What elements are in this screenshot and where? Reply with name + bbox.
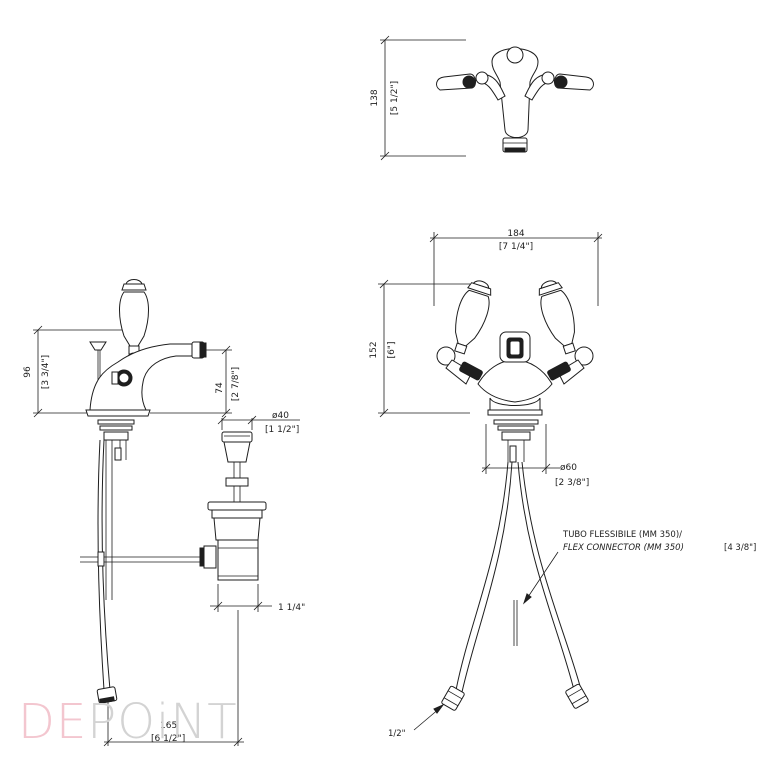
- front-shank: [493, 419, 539, 463]
- front-height-in-label: [6"]: [387, 342, 397, 359]
- watermark-part1: DE: [18, 694, 88, 750]
- front-width-in-label: [7 1/4"]: [499, 242, 533, 252]
- side-popup-waste: [199, 431, 267, 581]
- base-diameter-mm-label: ø60: [560, 463, 577, 473]
- hose-note-italian: TUBO FLESSIBILE (MM 350)/: [562, 530, 682, 540]
- base-diameter-in-label: [2 3/8"]: [555, 478, 589, 488]
- top-view: 138 [5 1/2"]: [370, 35, 594, 161]
- side-mixer-body: [85, 279, 207, 417]
- hose-note-inch: [4 3/8"]: [724, 543, 756, 553]
- flex-hoses: [441, 461, 589, 711]
- front-width-mm-label: 184: [507, 229, 524, 239]
- waste-thread-label: 1 1/4": [278, 603, 305, 613]
- top-height-mm-label: 138: [370, 89, 380, 106]
- waste-diameter-mm-label: ø40: [272, 411, 289, 421]
- front-view: 184 [7 1/4"] 152 [6"]: [369, 229, 756, 739]
- side-view: 96 [3 3/4"] 74 [2 7/8"]: [23, 279, 305, 747]
- hose-note-english: FLEX CONNECTOR (MM 350): [563, 543, 684, 553]
- side-spout-height-in-label: [2 7/8"]: [231, 367, 241, 401]
- reach-in-label: [6 1/2"]: [151, 734, 185, 744]
- brand-watermark: DEPOiNT: [18, 694, 238, 750]
- reach-mm-label: 165: [160, 721, 177, 731]
- front-height-mm-label: 152: [369, 341, 379, 358]
- side-spout-height-mm-label: 74: [215, 382, 225, 394]
- side-overall-height-mm-label: 96: [23, 366, 33, 378]
- top-height-in-label: [5 1/2"]: [390, 81, 400, 115]
- top-mixer-body: [436, 46, 594, 153]
- waste-diameter-in-label: [1 1/2"]: [265, 425, 299, 435]
- side-shank: [80, 419, 206, 704]
- side-overall-height-in-label: [3 3/4"]: [41, 355, 51, 389]
- hose-thread-label: 1/2": [388, 729, 406, 739]
- front-mixer-body: [436, 280, 594, 416]
- watermark-part2: POiNT: [87, 694, 238, 750]
